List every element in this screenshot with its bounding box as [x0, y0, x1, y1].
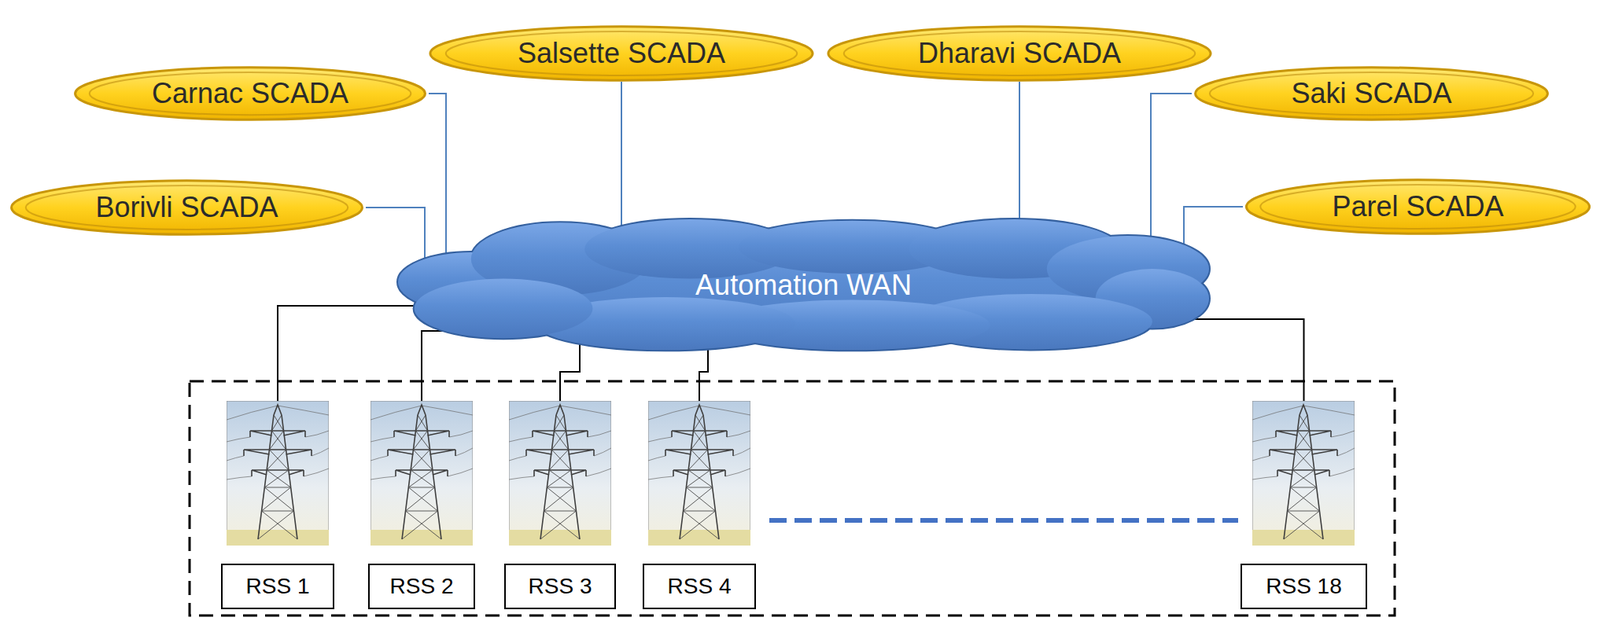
substation-node: RSS 2: [368, 401, 476, 610]
wan-cloud-node: Automation WAN: [398, 219, 1210, 352]
cloud-outline: [398, 219, 1210, 351]
substation-label-box: RSS 18: [1240, 564, 1368, 610]
ellipse-bevel: [89, 72, 412, 115]
continuation-dashes: [769, 518, 1239, 524]
substation-name: RSS 3: [528, 574, 593, 600]
scada-node: Dharavi SCADA: [824, 25, 1215, 82]
ellipse-fill: [75, 67, 426, 121]
scada-name: Borivli SCADA: [95, 191, 278, 225]
scada-node: Borivli SCADA: [7, 179, 366, 236]
substation-name: RSS 18: [1265, 574, 1342, 600]
substation-node: RSS 18: [1240, 401, 1368, 610]
substation-name: RSS 2: [390, 574, 454, 600]
ellipse-fill: [1195, 67, 1549, 121]
tower-illustration: [226, 401, 329, 546]
substation-group-box: [189, 381, 1395, 616]
substation-label-box: RSS 2: [368, 564, 476, 610]
substation-label-box: RSS 1: [221, 564, 335, 610]
scada-name: Saki SCADA: [1290, 77, 1452, 111]
scada-node: Carnac SCADA: [71, 66, 429, 122]
substation-name: RSS 1: [246, 574, 310, 600]
substation-label-box: RSS 3: [504, 564, 616, 610]
ellipse-fill: [11, 180, 363, 235]
ellipse-bevel: [446, 31, 797, 76]
ellipse-fill: [828, 26, 1211, 81]
substation-node: RSS 1: [221, 401, 335, 610]
tower-illustration: [508, 401, 612, 546]
ellipse-bevel: [1209, 72, 1534, 115]
ellipse-bevel: [844, 31, 1195, 76]
tower-illustration: [1252, 401, 1355, 546]
ellipse-fill: [1246, 180, 1589, 234]
connector-line: [620, 81, 623, 240]
tower-illustration: [370, 401, 473, 546]
scada-name: Salsette SCADA: [517, 36, 726, 71]
substation-name: RSS 4: [667, 574, 732, 600]
tower-illustration: [648, 401, 751, 546]
cloud-fill: [398, 219, 1210, 351]
substation-node: RSS 4: [642, 401, 756, 610]
ellipse-fill: [430, 26, 813, 81]
ellipse-bevel: [1260, 184, 1576, 229]
connector-line: [428, 93, 447, 268]
scada-name: Carnac SCADA: [151, 77, 349, 111]
scada-node: Parel SCADA: [1242, 178, 1593, 236]
scada-node: Saki SCADA: [1191, 66, 1552, 122]
substation-node: RSS 3: [504, 401, 616, 610]
scada-name: Parel SCADA: [1331, 190, 1504, 224]
substation-label-box: RSS 4: [642, 564, 756, 610]
ellipse-bevel: [25, 185, 349, 230]
scada-name: Dharavi SCADA: [917, 36, 1121, 71]
network-name: Automation WAN: [695, 269, 912, 303]
scada-node: Salsette SCADA: [426, 25, 817, 82]
